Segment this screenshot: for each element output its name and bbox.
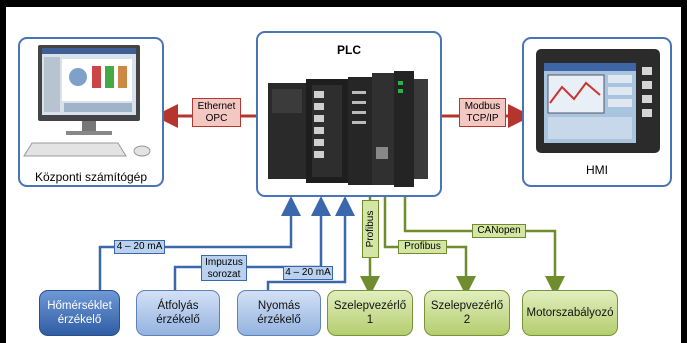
impulse-tag-line-1: Impuzus [205, 257, 243, 268]
ethernet-opc-tag: Ethernet OPC [192, 98, 241, 127]
plc-icon [268, 71, 428, 187]
valve-controller-2-line-1: Szelepvezérlő [430, 300, 504, 312]
flow-sensor-line-2: érzékelő [156, 314, 200, 326]
profibus-tag-vertical: Profibus [362, 200, 379, 258]
valve-controller-2-line-2: 2 [463, 314, 471, 326]
pressure-sensor-line-2: érzékelő [257, 314, 301, 326]
valve-controller-1-node: Szelepvezérlő 1 [327, 290, 413, 336]
hmi-box: HMI [522, 37, 672, 187]
analog-signal-tag-2: 4 – 20 mA [283, 266, 333, 280]
flow-sensor-line [173, 196, 331, 290]
valve-controller-1-line-1: Szelepvezérlő [333, 300, 407, 312]
profibus-tag: Profibus [398, 240, 447, 254]
plc-box: PLC [256, 31, 442, 197]
modbus-tag-line-1: Modbus [464, 101, 501, 112]
hmi-panel-icon [536, 49, 660, 153]
impulse-series-tag: Impuzus sorozat [201, 255, 247, 281]
central-computer-label: Központi számítógép [34, 170, 148, 184]
valve-controller-1-line-2: 1 [366, 314, 374, 326]
motor-controller-node: Motorszabályozó [522, 290, 618, 336]
temperature-sensor-node: Hőmérséklet érzékelő [39, 290, 120, 336]
flow-sensor-line-1: Átfolyás [157, 300, 199, 312]
plc-title: PLC [337, 43, 361, 57]
valve-controller-2-node: Szelepvezérlő 2 [424, 290, 510, 336]
modbus-tag-line-2: TCP/IP [466, 113, 499, 124]
flow-sensor-node: Átfolyás érzékelő [136, 290, 220, 336]
canopen-tag: CANopen [472, 224, 526, 238]
temperature-sensor-line [98, 196, 301, 290]
pressure-sensor-line [266, 196, 355, 290]
central-computer-box: Központi számítógép [18, 37, 164, 187]
impulse-tag-line-2: sorozat [207, 269, 241, 280]
temperature-sensor-line-1: Hőmérséklet [47, 300, 112, 312]
motor-controller-label: Motorszabályozó [526, 307, 614, 319]
hmi-label: HMI [586, 163, 608, 177]
pressure-sensor-node: Nyomás érzékelő [237, 290, 321, 336]
profibus-vertical-label: Profibus [364, 210, 376, 248]
ethernet-tag-line-1: Ethernet [197, 101, 236, 112]
ethernet-tag-line-2: OPC [205, 113, 228, 124]
computer-icon [23, 45, 151, 157]
analog-signal-tag-1: 4 – 20 mA [114, 240, 165, 254]
pressure-sensor-line-1: Nyomás [257, 300, 301, 312]
modbus-tcp-tag: Modbus TCP/IP [459, 98, 506, 127]
temperature-sensor-line-2: érzékelő [57, 314, 102, 326]
